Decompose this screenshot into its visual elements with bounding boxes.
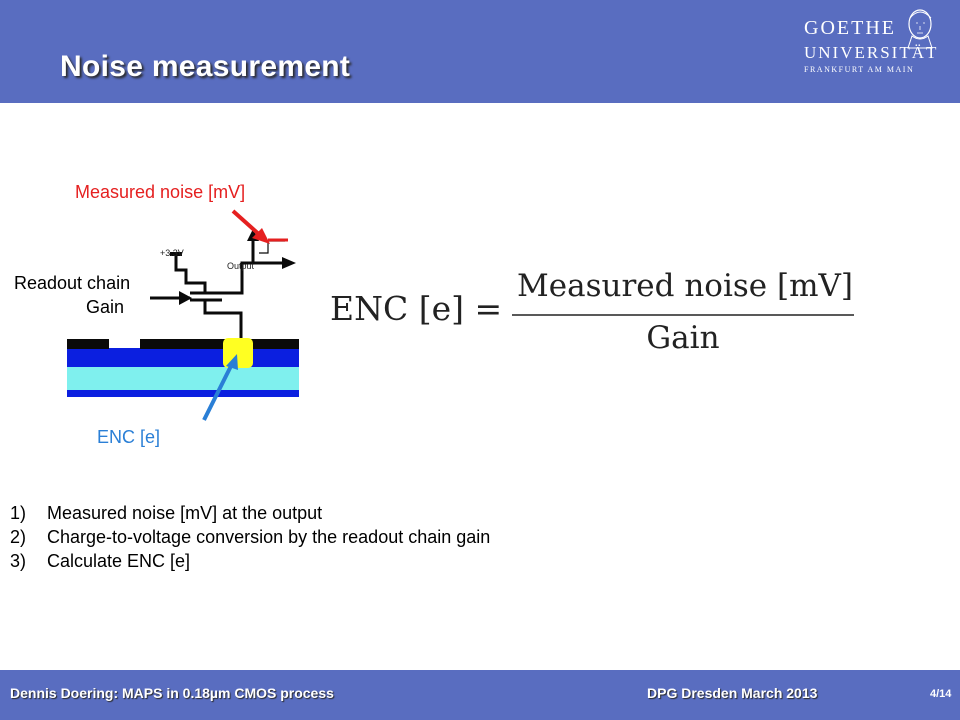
list-item: 2)Charge-to-voltage conversion by the re… bbox=[10, 527, 491, 547]
equation-denominator: Gain bbox=[646, 320, 719, 356]
list-item: 1)Measured noise [mV] at the output bbox=[10, 503, 323, 523]
output-label: Output bbox=[227, 261, 255, 271]
collection-diode bbox=[223, 338, 253, 368]
readout-chain-label: Readout chain bbox=[14, 273, 131, 293]
epi-layer bbox=[67, 367, 299, 390]
blue-arrowhead bbox=[226, 354, 238, 370]
equation-lhs: ENC [e] = bbox=[330, 289, 502, 328]
red-arrow-shaft bbox=[231, 209, 264, 239]
right-top-block bbox=[140, 339, 299, 349]
supply-terminal bbox=[170, 252, 182, 256]
steps-list: 1)Measured noise [mV] at the output 2)Ch… bbox=[10, 503, 490, 575]
equation-numerator: Measured noise [mV] bbox=[517, 268, 853, 304]
university-logo: GOETHE UNIVERSITÄT FRANKFURT AM MAIN bbox=[804, 9, 938, 74]
output-arrowhead bbox=[282, 257, 296, 269]
logo-line3: FRANKFURT AM MAIN bbox=[804, 65, 914, 74]
slide-title: Noise measurement bbox=[60, 50, 351, 83]
logo-line1: GOETHE bbox=[804, 17, 896, 39]
blue-arrow-shaft bbox=[202, 363, 234, 421]
pwell-layer bbox=[67, 348, 299, 367]
gain-label: Gain bbox=[86, 297, 125, 317]
header-bar: Noise measurement GOETHE UNIVERSITÄT FRA… bbox=[0, 0, 960, 103]
footer-author: Dennis Doering: MAPS in 0.18µm CMOS proc… bbox=[10, 685, 334, 701]
enc-label: ENC [e] bbox=[97, 427, 161, 447]
substrate-bottom bbox=[67, 390, 299, 397]
logo-line2: UNIVERSITÄT bbox=[804, 43, 938, 62]
enc-equation: ENC [e] = Measured noise [mV] Gain bbox=[330, 268, 854, 356]
list-item: 3)Calculate ENC [e] bbox=[10, 551, 191, 571]
noise-pulse-symbol bbox=[259, 240, 285, 254]
left-top-block bbox=[67, 339, 109, 349]
page-number: 4/14 bbox=[930, 688, 952, 700]
measured-noise-label: Measured noise [mV] bbox=[75, 182, 246, 202]
gain-arrowhead bbox=[179, 291, 192, 305]
footer-event: DPG Dresden March 2013 bbox=[647, 685, 818, 701]
footer-bar bbox=[0, 670, 960, 720]
sensor-circuit-diagram bbox=[67, 209, 299, 421]
red-arrowhead bbox=[252, 228, 270, 244]
goethe-portrait-icon bbox=[907, 9, 933, 49]
supply-voltage-label: +3.3V bbox=[160, 248, 184, 258]
